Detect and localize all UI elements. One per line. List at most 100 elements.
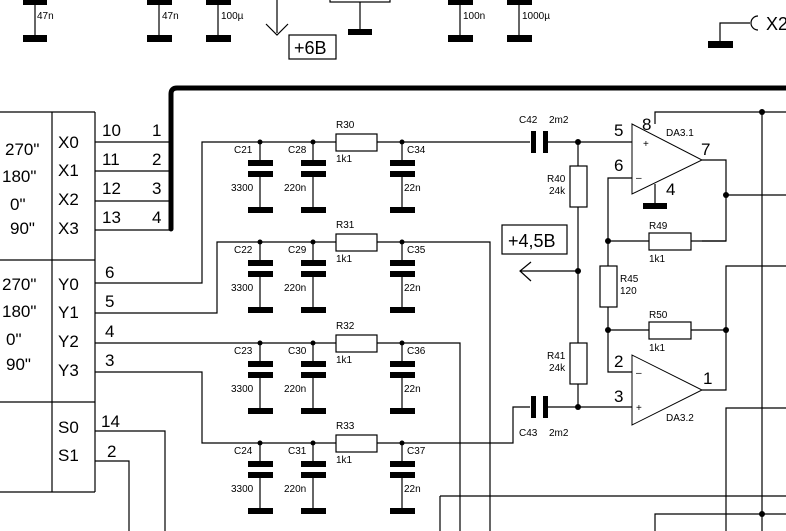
top-capacitor-3: 100µ: [206, 0, 244, 42]
component-value: 220n: [284, 384, 306, 395]
bus-line: [168, 85, 786, 232]
component-ref: C37: [407, 446, 426, 457]
component-ref: R40: [547, 174, 566, 185]
pin-number: 8: [642, 115, 651, 134]
component-value: 3300: [231, 183, 254, 194]
right-rails: [439, 109, 786, 531]
input-label: Y3: [58, 361, 79, 380]
input-label: X0: [58, 133, 79, 152]
capacitor-c1: C23 3300: [231, 340, 273, 414]
component-value: 22n: [404, 183, 421, 194]
resistor-r40: R40 24k: [547, 139, 588, 343]
cap-value: 47n: [162, 11, 179, 22]
component-ref: C21: [234, 145, 253, 156]
component-value: 220n: [284, 484, 306, 495]
component-ref: C24: [234, 446, 253, 457]
component-ref: C28: [288, 145, 307, 156]
opamp-label: DA3.1: [666, 128, 694, 139]
component-value: 3300: [231, 384, 254, 395]
resistor-r49: R49 1k1: [605, 221, 726, 265]
opamp-da3-2: – + DA3.2 2 3 1: [607, 265, 786, 426]
phase-label: 90": [6, 355, 31, 374]
resistor-r41: R41 24k: [547, 342, 588, 410]
minus-sign: –: [636, 368, 642, 379]
resistor-r50: R50 1k1: [605, 310, 729, 354]
component-value: 1k1: [336, 254, 353, 265]
pin-number: 11: [102, 150, 120, 169]
resistor: R30 1k1: [335, 120, 378, 165]
capacitor-c2: C31 220n: [284, 440, 326, 514]
capacitor-c3: C35 22n: [390, 239, 426, 313]
component-ref: C35: [407, 245, 426, 256]
pin-number: 4: [105, 322, 114, 341]
input-label: X1: [58, 161, 79, 180]
component-value: 1k1: [336, 154, 353, 165]
bias-label: +4,5B: [508, 231, 556, 251]
pin-number: 14: [101, 412, 120, 431]
component-ref: R32: [336, 321, 355, 332]
component-ref: C23: [234, 346, 253, 357]
component-value: 22n: [404, 283, 421, 294]
component-value: 2m2: [549, 428, 569, 439]
component-value: 1k1: [649, 254, 666, 265]
phase-label: 180": [2, 302, 36, 321]
bus-number: 1: [152, 121, 161, 140]
pin-number: 5: [105, 292, 114, 311]
bus-number: 3: [152, 179, 161, 198]
connector-x2: X2: [708, 14, 786, 48]
input-label: Y2: [58, 332, 79, 351]
component-value: 1k1: [336, 455, 353, 466]
regulator-ground: [329, 0, 391, 35]
filter-stages: C213300C28220nC3422nR301k1C223300C29220n…: [231, 120, 426, 514]
capacitor-c1: C24 3300: [231, 440, 273, 514]
component-value: 220n: [284, 183, 306, 194]
component-value: 220n: [284, 283, 306, 294]
capacitor-c2: C28 220n: [284, 139, 326, 213]
component-value: 1k1: [336, 355, 353, 366]
component-value: 3300: [231, 484, 254, 495]
bias-reference: +4,5B: [501, 224, 581, 282]
opamp-label: DA3.2: [666, 413, 694, 424]
capacitor-c3: C37 22n: [390, 440, 426, 514]
pin-number: 2: [107, 442, 116, 461]
input-label: S0: [58, 418, 79, 437]
component-value: 1k1: [649, 343, 666, 354]
component-ref: R41: [547, 351, 566, 362]
pin-number: 3: [614, 387, 623, 406]
y-pin-wires: 6 5 4 3: [95, 141, 260, 444]
component-value: 22n: [404, 484, 421, 495]
component-value: 22n: [404, 384, 421, 395]
cap-value: 1000µ: [522, 11, 550, 22]
resistor-r45: R45 120: [599, 241, 639, 330]
resistor: R32 1k1: [335, 321, 378, 366]
pin-number: 12: [102, 179, 121, 198]
input-label: X2: [58, 190, 79, 209]
bus-number: 2: [152, 150, 161, 169]
component-ref: R45: [620, 274, 639, 285]
component-ref: C29: [288, 245, 307, 256]
phase-label: 90": [10, 219, 35, 238]
component-ref: C36: [407, 346, 426, 357]
component-ref: R31: [336, 220, 355, 231]
component-ref: C31: [288, 446, 307, 457]
pin-number: 6: [105, 263, 114, 282]
component-ref: R30: [336, 120, 355, 131]
component-ref: C43: [519, 428, 538, 439]
supply-label-box: +6B: [288, 34, 337, 60]
multiplexer: 270" 180" 0" 90" X0 X1 X2 X3 270" 180" 0…: [0, 111, 96, 493]
top-capacitor-5: 1000µ: [507, 0, 550, 42]
input-label: Y1: [58, 303, 79, 322]
cap-value: 100µ: [221, 11, 244, 22]
phase-label: 0": [10, 195, 26, 214]
component-value: 3300: [231, 283, 254, 294]
component-ref: R50: [649, 310, 668, 321]
filter-output-wires: [403, 141, 530, 531]
phase-label: 0": [6, 330, 22, 349]
capacitor-c1: C21 3300: [231, 139, 273, 213]
pin-number: 3: [105, 351, 114, 370]
